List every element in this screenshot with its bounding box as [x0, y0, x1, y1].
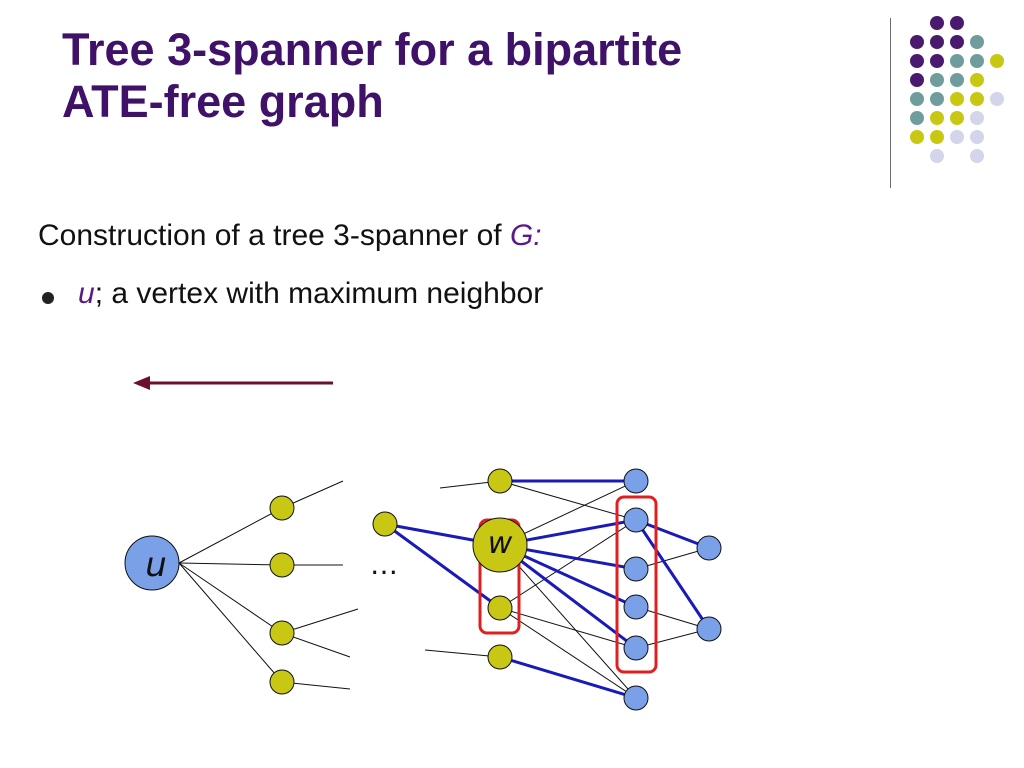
intro-label: Construction of a tree 3-spanner of: [38, 219, 510, 252]
deco-dot: [970, 73, 984, 87]
blue-node: [696, 616, 722, 642]
edge: [424, 649, 501, 658]
edge: [499, 655, 637, 700]
intro-variable-g: G:: [509, 219, 542, 252]
deco-dot: [950, 92, 964, 106]
yellow-node: [372, 511, 398, 537]
deco-dot: [970, 54, 984, 68]
intro-text: Construction of a tree 3-spanner of G:: [38, 219, 542, 253]
blue-node: [623, 556, 649, 582]
deco-dot: [950, 111, 964, 125]
blue-node: [623, 685, 649, 711]
node-u-label: u: [145, 545, 167, 585]
deco-dot: [970, 92, 984, 106]
blue-node: [623, 507, 649, 533]
left-arrow-icon: [133, 376, 333, 390]
edge: [281, 608, 359, 634]
deco-dot: [970, 35, 984, 49]
deco-dot: [910, 35, 924, 49]
edge: [499, 544, 637, 699]
title-line-2: ATE-free graph: [62, 76, 384, 127]
yellow-node: [269, 552, 295, 578]
yellow-node: [269, 495, 295, 521]
deco-dot: [950, 54, 964, 68]
yellow-node: [269, 669, 295, 695]
edge: [178, 562, 283, 634]
node-u: u: [124, 535, 180, 591]
highlight-box: [615, 495, 658, 674]
deco-dot: [950, 130, 964, 144]
deco-dot: [950, 35, 964, 49]
deco-dot: [950, 73, 964, 87]
bullet-dot-icon: [42, 292, 54, 304]
deco-dot: [970, 149, 984, 163]
yellow-node: [487, 644, 513, 670]
blue-node: [623, 635, 649, 661]
edge: [499, 607, 637, 649]
deco-dot: [930, 92, 944, 106]
deco-dot: [990, 92, 1004, 106]
bullet-text: ; a vertex with maximum neighbor: [94, 277, 544, 310]
title-line-1: Tree 3-spanner for a bipartite: [62, 24, 683, 75]
deco-dot: [930, 54, 944, 68]
edge: [499, 607, 637, 699]
edge: [635, 518, 710, 550]
yellow-nodes: [269, 468, 513, 695]
edge: [178, 507, 283, 564]
edge: [635, 547, 710, 570]
yellow-node: [269, 620, 295, 646]
deco-dot: [930, 16, 944, 30]
yellow-node: [487, 468, 513, 494]
edge: [178, 562, 283, 566]
edge: [499, 519, 637, 609]
deco-dot: [930, 35, 944, 49]
edge: [499, 480, 637, 521]
decorative-divider: [890, 18, 891, 188]
spanner-edges: [384, 479, 711, 700]
deco-dot: [910, 130, 924, 144]
deco-dot: [950, 16, 964, 30]
yellow-node: [487, 595, 513, 621]
deco-dot: [970, 111, 984, 125]
node-w: w: [472, 517, 528, 573]
blue-node: [696, 535, 722, 561]
deco-dot: [910, 92, 924, 106]
deco-dot: [910, 73, 924, 87]
edge: [178, 562, 283, 683]
bullet-variable-u: u: [78, 277, 95, 310]
deco-dot: [990, 54, 1004, 68]
blue-node: [623, 594, 649, 620]
edge: [499, 543, 637, 650]
ellipsis-label: …: [370, 548, 398, 581]
edge: [634, 519, 711, 630]
edge: [635, 628, 710, 649]
edge: [635, 606, 710, 630]
deco-dot: [910, 111, 924, 125]
blue-node: [623, 468, 649, 494]
node-w-label: w: [488, 526, 513, 561]
deco-dot: [930, 73, 944, 87]
deco-dot: [930, 111, 944, 125]
slide-title: Tree 3-spanner for a bipartite ATE-free …: [62, 24, 862, 128]
deco-dot: [930, 149, 944, 163]
blue-nodes: [623, 468, 722, 711]
deco-dot: [910, 54, 924, 68]
decorative-dot-grid: [910, 16, 1004, 163]
bullet-item: u; a vertex with maximum neighbor: [78, 277, 543, 311]
deco-dot: [970, 130, 984, 144]
deco-dot: [930, 130, 944, 144]
